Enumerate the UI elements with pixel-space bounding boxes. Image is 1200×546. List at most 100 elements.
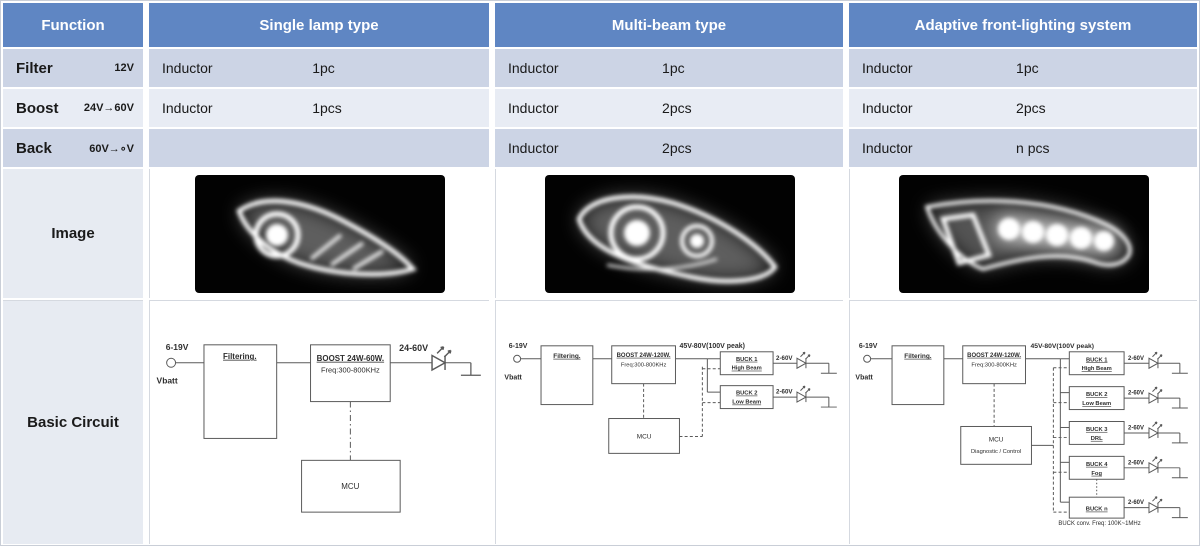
mcu-label: MCU bbox=[341, 482, 359, 491]
cell-boost-multi: Inductor 2pcs bbox=[495, 89, 843, 127]
terminal-icon bbox=[166, 357, 177, 368]
battery-label: Vbatt bbox=[504, 375, 522, 382]
part-qty: 2pcs bbox=[662, 140, 692, 156]
boost-block bbox=[310, 344, 391, 403]
buck2-out-voltage: 2-60V bbox=[1128, 391, 1144, 397]
header-adaptive-label: Adaptive front-lighting system bbox=[914, 16, 1132, 34]
part-qty: 1pc bbox=[1016, 60, 1039, 76]
cell-boost-adaptive: Inductor 2pcs bbox=[849, 89, 1197, 127]
circuit-diagram-single: 6-19V Vbatt Filtering. BOOST 24W-60W. Fr… bbox=[157, 342, 482, 513]
mcu-label-line2: Diagnostic / Control bbox=[971, 449, 1021, 455]
mcu-block bbox=[608, 418, 680, 454]
header-adaptive: Adaptive front-lighting system bbox=[849, 3, 1197, 47]
filtering-block bbox=[891, 345, 945, 406]
row-circuit-label-cell: Basic Circuit bbox=[3, 300, 143, 544]
boost-label-line1: BOOST 24W-120W. bbox=[617, 353, 671, 359]
cell-back-adaptive: Inductor n pcs bbox=[849, 129, 1197, 167]
led-icon bbox=[431, 346, 452, 371]
image-row-label: Image bbox=[51, 225, 95, 242]
part-name: Inductor bbox=[862, 140, 913, 156]
buck2-func: Low Beam bbox=[1082, 401, 1111, 407]
input-voltage-label: 6-19V bbox=[859, 343, 878, 350]
part-qty: 1pc bbox=[662, 60, 685, 76]
boost-label-line1: BOOST 24W-60W. bbox=[317, 354, 384, 363]
bus-voltage-label: 45V-80V(100V peak) bbox=[1030, 343, 1094, 350]
input-voltage-label: 6-19V bbox=[166, 342, 189, 352]
row-back-label-cell: Back 60V→∘V bbox=[3, 129, 143, 167]
cell-filter-adaptive: Inductor 1pc bbox=[849, 49, 1197, 87]
output-voltage-label: 24-60V bbox=[399, 343, 428, 353]
filter-voltage: 12V bbox=[114, 62, 134, 74]
ground-icon bbox=[460, 362, 482, 376]
ground-icon bbox=[1171, 432, 1189, 444]
part-qty: 2pcs bbox=[662, 100, 692, 116]
input-voltage-label: 6-19V bbox=[509, 343, 528, 350]
buck1-out-voltage: 2-60V bbox=[1128, 356, 1144, 362]
part-qty: 2pcs bbox=[1016, 100, 1046, 116]
row-filter-label-cell: Filter 12V bbox=[3, 49, 143, 87]
buck1-func: High Beam bbox=[732, 366, 762, 372]
part-name: Inductor bbox=[862, 100, 913, 116]
part-name: Inductor bbox=[862, 60, 913, 76]
buckn-out-voltage: 2-60V bbox=[1128, 500, 1144, 506]
back-label: Back bbox=[16, 139, 52, 157]
circuit-diagram-adaptive: 6-19V Vbatt Filtering. BOOST 24W-120W. F… bbox=[855, 343, 1189, 527]
ground-icon bbox=[820, 362, 838, 374]
buck1-name: BUCK 1 bbox=[1086, 357, 1108, 363]
filtering-label: Filtering. bbox=[553, 353, 581, 360]
buck2-name: BUCK 2 bbox=[1086, 392, 1107, 398]
bus-voltage-label: 45V-80V(100V peak) bbox=[679, 343, 744, 350]
buck4-out-voltage: 2-60V bbox=[1128, 460, 1144, 466]
mcu-label: MCU bbox=[637, 433, 652, 440]
boost-label-line2: Freq:300-800KHz bbox=[971, 363, 1017, 369]
led-icon bbox=[1148, 421, 1163, 439]
header-function-label: Function bbox=[41, 16, 105, 34]
boost-label-line2: Freq:300-800KHz bbox=[621, 363, 667, 369]
ground-icon bbox=[820, 396, 838, 408]
filter-label: Filter bbox=[16, 59, 53, 77]
buck2-name: BUCK 2 bbox=[736, 391, 757, 397]
part-qty: n pcs bbox=[1016, 140, 1050, 156]
buck3-name: BUCK 3 bbox=[1086, 427, 1107, 433]
mcu-block bbox=[301, 459, 401, 513]
headlight-photo-multi-beam bbox=[544, 174, 795, 293]
ground-icon bbox=[1171, 397, 1189, 409]
boost-block bbox=[611, 345, 676, 385]
led-icon bbox=[1148, 386, 1163, 404]
part-qty: 1pc bbox=[312, 60, 335, 76]
header-single-lamp: Single lamp type bbox=[149, 3, 489, 47]
battery-label: Vbatt bbox=[855, 375, 873, 382]
boost-label-line1: BOOST 24W-120W. bbox=[967, 353, 1021, 359]
circuit-row-label: Basic Circuit bbox=[27, 414, 119, 431]
cell-back-multi: Inductor 2pcs bbox=[495, 129, 843, 167]
cell-circuit-adaptive: 6-19V Vbatt Filtering. BOOST 24W-120W. F… bbox=[849, 300, 1197, 544]
header-multi-beam-label: Multi-beam type bbox=[611, 16, 727, 34]
part-name: Inductor bbox=[508, 60, 559, 76]
header-multi-beam: Multi-beam type bbox=[495, 3, 843, 47]
buckn-name: BUCK n bbox=[1086, 507, 1108, 513]
filtering-block bbox=[203, 344, 278, 439]
buck1-name: BUCK 1 bbox=[736, 357, 758, 363]
ground-icon bbox=[1171, 362, 1189, 374]
battery-label: Vbatt bbox=[157, 376, 178, 386]
mcu-block bbox=[960, 425, 1032, 465]
row-image-label-cell: Image bbox=[3, 169, 143, 298]
header-function: Function bbox=[3, 3, 143, 47]
ground-icon bbox=[1171, 467, 1189, 479]
part-name: Inductor bbox=[162, 60, 213, 76]
ground-icon bbox=[1171, 507, 1189, 519]
boost-voltage: 24V→60V bbox=[83, 102, 134, 114]
cell-filter-single: Inductor 1pc bbox=[149, 49, 489, 87]
cell-image-adaptive bbox=[849, 169, 1197, 298]
buck4-name: BUCK 4 bbox=[1086, 462, 1108, 468]
buck4-func: Fog bbox=[1091, 471, 1102, 477]
terminal-icon bbox=[513, 354, 522, 363]
buck2-out-voltage: 2-60V bbox=[776, 389, 793, 396]
part-qty: 1pcs bbox=[312, 100, 342, 116]
mcu-label-line1: MCU bbox=[989, 436, 1004, 443]
led-icon bbox=[796, 385, 811, 403]
back-voltage: 60V→∘V bbox=[89, 142, 134, 155]
buck3-func: DRL bbox=[1091, 436, 1103, 442]
part-name: Inductor bbox=[508, 140, 559, 156]
